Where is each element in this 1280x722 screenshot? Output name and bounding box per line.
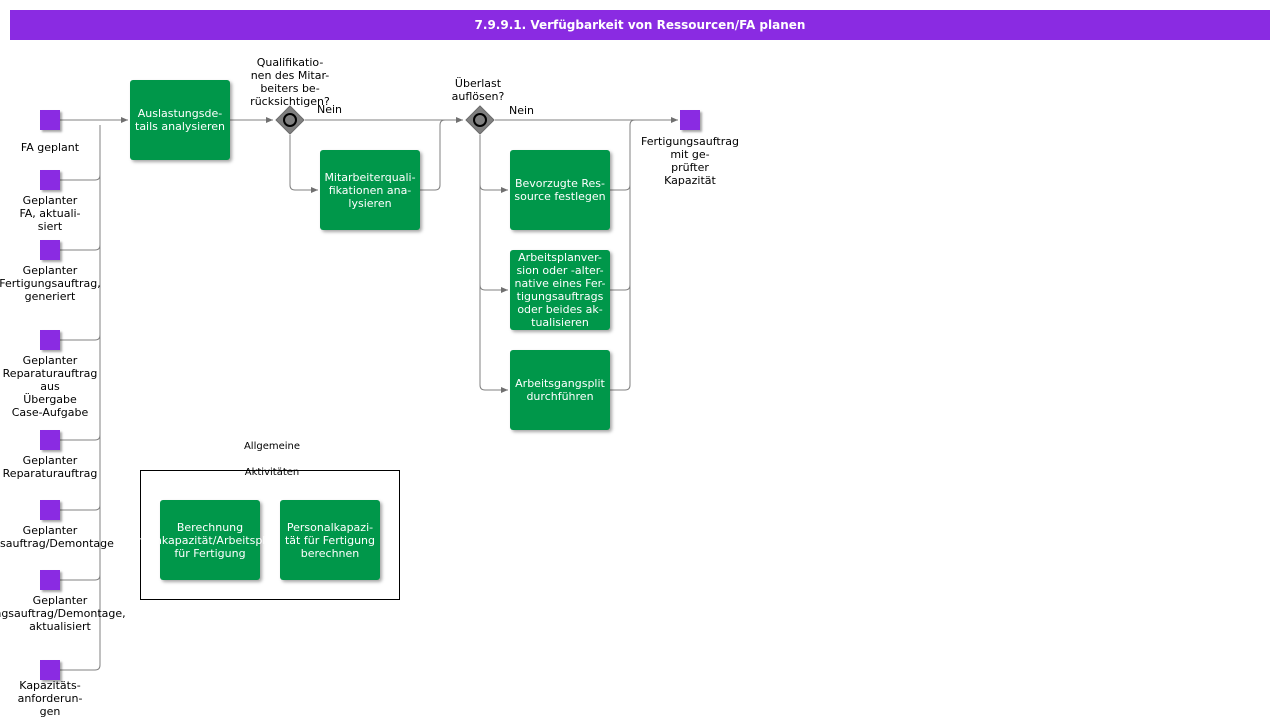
start-event-demontage[interactable] (40, 500, 60, 520)
connector (610, 125, 631, 391)
connector (479, 285, 508, 393)
task-auslastungsdetails-analysieren[interactable]: Auslastungsde- tails analysieren (130, 80, 230, 160)
task-berechnung-kapazitaet[interactable]: Berechnung rcenkapazität/Arbeitsplatz fü… (138, 500, 282, 580)
diagram-title: 7.9.9.1. Verfügbarkeit von Ressourcen/FA… (10, 10, 1270, 40)
connector (60, 125, 101, 511)
connector (479, 135, 508, 193)
start-event-label: Geplanter ngsauftrag/Demontage, aktualis… (0, 594, 126, 633)
connector (289, 135, 318, 193)
start-event-label: Kapazitäts- anforderun- gen (17, 679, 83, 718)
start-event-fa-generiert[interactable] (40, 240, 60, 260)
connector (479, 185, 508, 293)
end-event-fertigungsauftrag[interactable] (680, 110, 700, 130)
gateway-qualifikationen[interactable] (275, 105, 305, 135)
start-event-label: Geplanter FA, aktuali- siert (19, 194, 81, 233)
start-event-fa-geplant[interactable] (40, 110, 60, 130)
start-event-kapazitaetsanforderungen[interactable] (40, 660, 60, 680)
group-label: Allgemeine Aktivitäten (243, 441, 301, 478)
start-event-label: Geplanter Fertigungsauftrag, generiert (0, 264, 101, 303)
start-event-reparatur[interactable] (40, 430, 60, 450)
gateway-label: Qualifikatio- nen des Mitar- beiters be-… (250, 56, 330, 108)
start-event-label: Geplanter Reparaturauftrag aus Übergabe … (2, 354, 98, 419)
start-event-reparatur-case[interactable] (40, 330, 60, 350)
gateway-label: Überlast auflösen? (451, 77, 505, 103)
gateway-ueberlast[interactable] (465, 105, 495, 135)
task-personalkapazitaet-berechnen[interactable]: Personalkapazi- tät für Fertigung berech… (280, 500, 380, 580)
group-allgemeine-aktivitaeten (140, 470, 400, 600)
task-mitarbeiterqualifikationen-analysieren[interactable]: Mitarbeiterquali- fikationen ana- lysier… (320, 150, 420, 230)
start-event-label: Geplanter ngsauftrag/Demontage (0, 524, 114, 550)
start-event-demontage-aktualisiert[interactable] (40, 570, 60, 590)
connector (610, 125, 631, 291)
start-event-label: Geplanter Reparaturauftrag (2, 454, 98, 480)
task-arbeitsgangsplit-durchfuehren[interactable]: Arbeitsgangsplit durchführen (510, 350, 610, 430)
end-event-label: Fertigungsauftrag mit ge- prüfter Kapazi… (641, 135, 739, 187)
connector (420, 119, 446, 191)
task-arbeitsplanversion-aktualisieren[interactable]: Arbeitsplanver- sion oder -alter- native… (510, 250, 610, 330)
start-event-label: FA geplant (20, 141, 80, 154)
connector (60, 125, 101, 671)
gateway-no-label: Nein (509, 104, 535, 117)
connector (610, 119, 636, 191)
start-event-fa-aktualisiert[interactable] (40, 170, 60, 190)
gateway-no-label: Nein (317, 103, 343, 116)
task-bevorzugte-ressource-festlegen[interactable]: Bevorzugte Res- source festlegen (510, 150, 610, 230)
